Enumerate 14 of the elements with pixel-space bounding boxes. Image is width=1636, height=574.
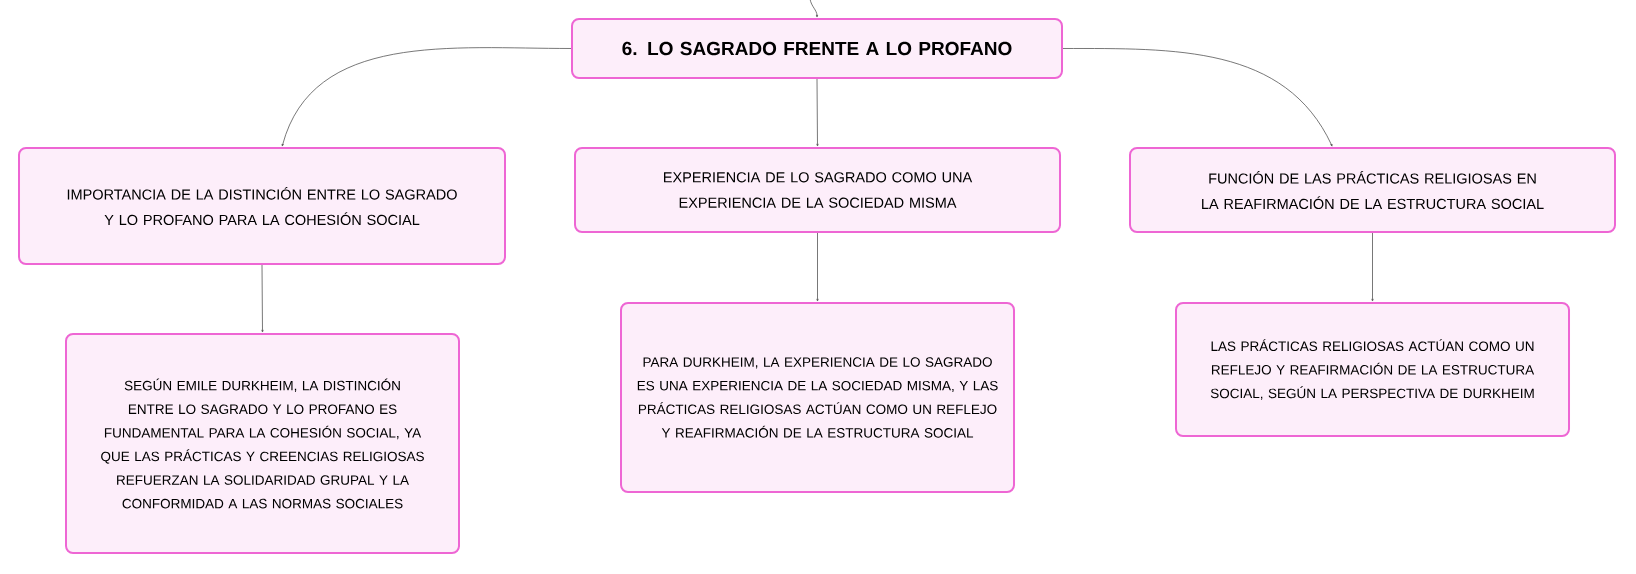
subtopic-box: FUNCIÓN DE LAS PRÁCTICAS RELIGIOSAS EN LA REAFIRMACIÓN DE LA ESTRUCTURA SOCIAL xyxy=(1129,147,1616,233)
detail-box: PARA DURKHEIM, LA EXPERIENCIA DE LO SAGRADO ES UNA EXPERIENCIA DE LA SOCIEDAD MISMA, Y LAS PRÁCTICAS RELIGIOSAS ACTÚAN COMO UN REFLEJO Y REAFIRMACIÓN DE LA ESTRUCTURA SOCIAL xyxy=(620,302,1015,493)
arrow xyxy=(816,78,819,147)
arrow xyxy=(1062,48,1333,147)
detail-box: SEGÚN EMILE DURKHEIM, LA DISTINCIÓN ENTRE LO SAGRADO Y LO PROFANO ES FUNDAMENTAL PARA LA COHESIÓN SOCIAL, YA QUE LAS PRÁCTICAS Y CREENCIAS RELIGIOSAS REFUERZAN LA SOLIDARIDAD GRUPAL Y LA CONFORMIDAD A LAS NORMAS SOCIALES xyxy=(65,333,460,554)
arrow xyxy=(1371,232,1374,302)
subtopic-box: EXPERIENCIA DE LO SAGRADO COMO UNA EXPERIENCIA DE LA SOCIEDAD MISMA xyxy=(574,147,1061,233)
topic-box: 6. LO SAGRADO FRENTE A LO PROFANO xyxy=(571,18,1063,79)
arrow xyxy=(261,264,264,333)
arrow xyxy=(809,0,819,18)
detail-box: LAS PRÁCTICAS RELIGIOSAS ACTÚAN COMO UN REFLEJO Y REAFIRMACIÓN DE LA ESTRUCTURA SOCIAL, SEGÚN LA PERSPECTIVA DE DURKHEIM xyxy=(1175,302,1570,437)
arrow xyxy=(281,47,572,147)
subtopic-box: IMPORTANCIA DE LA DISTINCIÓN ENTRE LO SAGRADO Y LO PROFANO PARA LA COHESIÓN SOCIAL xyxy=(18,147,506,265)
arrow xyxy=(816,232,819,302)
